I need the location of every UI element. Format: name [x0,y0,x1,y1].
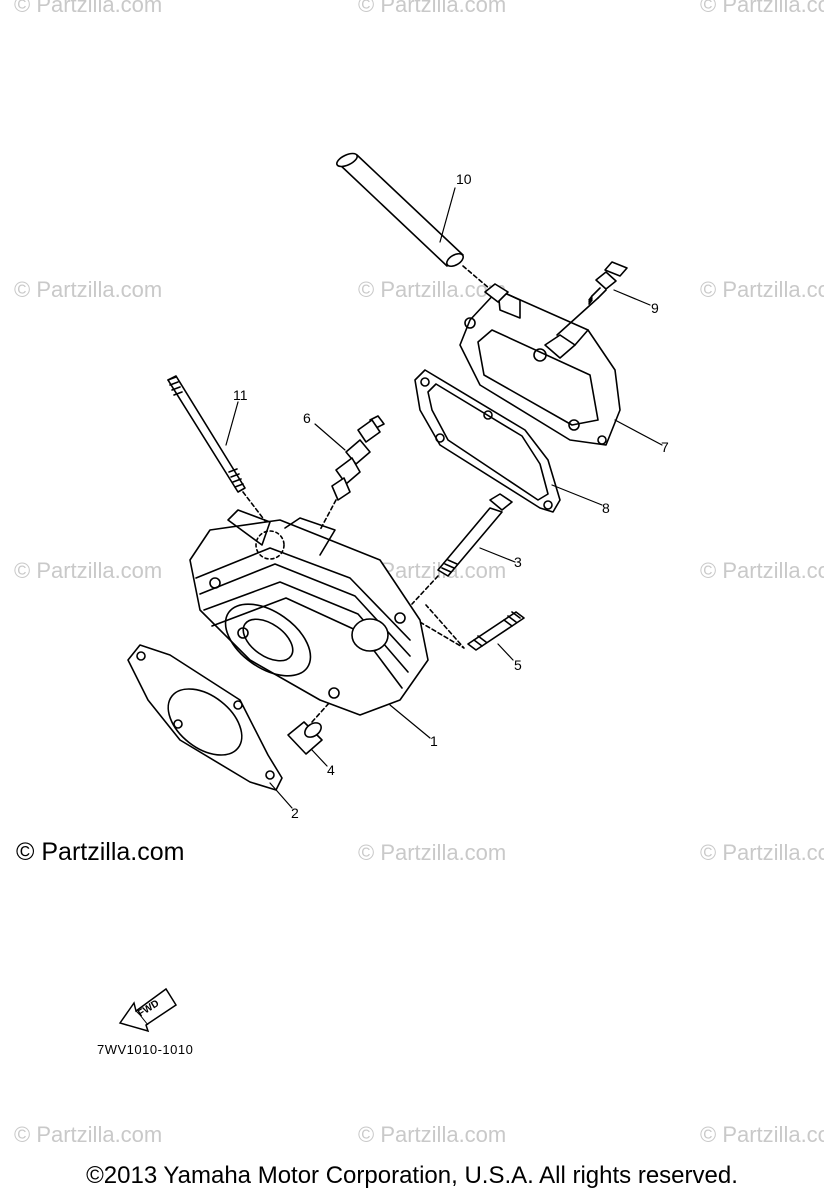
part-10-tube[interactable] [335,151,491,290]
part-8-gasket[interactable] [414,369,561,513]
part-9-bolt[interactable] [588,261,628,305]
fwd-arrow-icon: FWD [118,987,178,1033]
diagram-code: 7WV1010-1010 [97,1042,194,1057]
part-7-cover[interactable] [459,283,621,446]
watermark: © Partzilla.com [700,1122,824,1147]
watermark: © Partzilla.com [700,558,824,583]
watermark-main: © Partzilla.com [16,838,185,866]
callout-2: 2 [291,805,299,821]
part-4-dowel[interactable] [287,701,331,755]
watermark: © Partzilla.com [14,1122,163,1147]
callout-1: 1 [430,733,438,749]
callout-4: 4 [327,762,335,778]
watermark: © Partzilla.com [14,0,163,17]
watermark: © Partzilla.com [14,558,163,583]
watermark: © Partzilla.com [700,0,824,17]
part-2-gasket[interactable] [127,644,283,791]
part-1-cylinder-head[interactable] [189,509,429,716]
callout-11: 11 [233,387,248,403]
callout-3: 3 [514,554,522,570]
part-11-stud[interactable] [167,375,273,531]
watermark: © Partzilla.com [358,0,507,17]
callout-9: 9 [651,300,659,316]
watermark: © Partzilla.com [700,277,824,302]
copyright-notice: ©2013 Yamaha Motor Corporation, U.S.A. A… [86,1162,738,1189]
watermark: © Partzilla.com [14,277,163,302]
watermark: © Partzilla.com [700,840,824,865]
part-3-bolt[interactable] [411,493,513,605]
callout-8: 8 [602,500,610,516]
callout-10: 10 [456,171,472,187]
watermark: © Partzilla.com [358,1122,507,1147]
part-5-stud[interactable] [407,604,525,651]
callout-7: 7 [661,439,669,455]
watermark: © Partzilla.com [358,840,507,865]
callout-5: 5 [514,657,522,673]
part-6-spark-plug[interactable] [319,415,385,531]
callout-6: 6 [303,410,311,426]
